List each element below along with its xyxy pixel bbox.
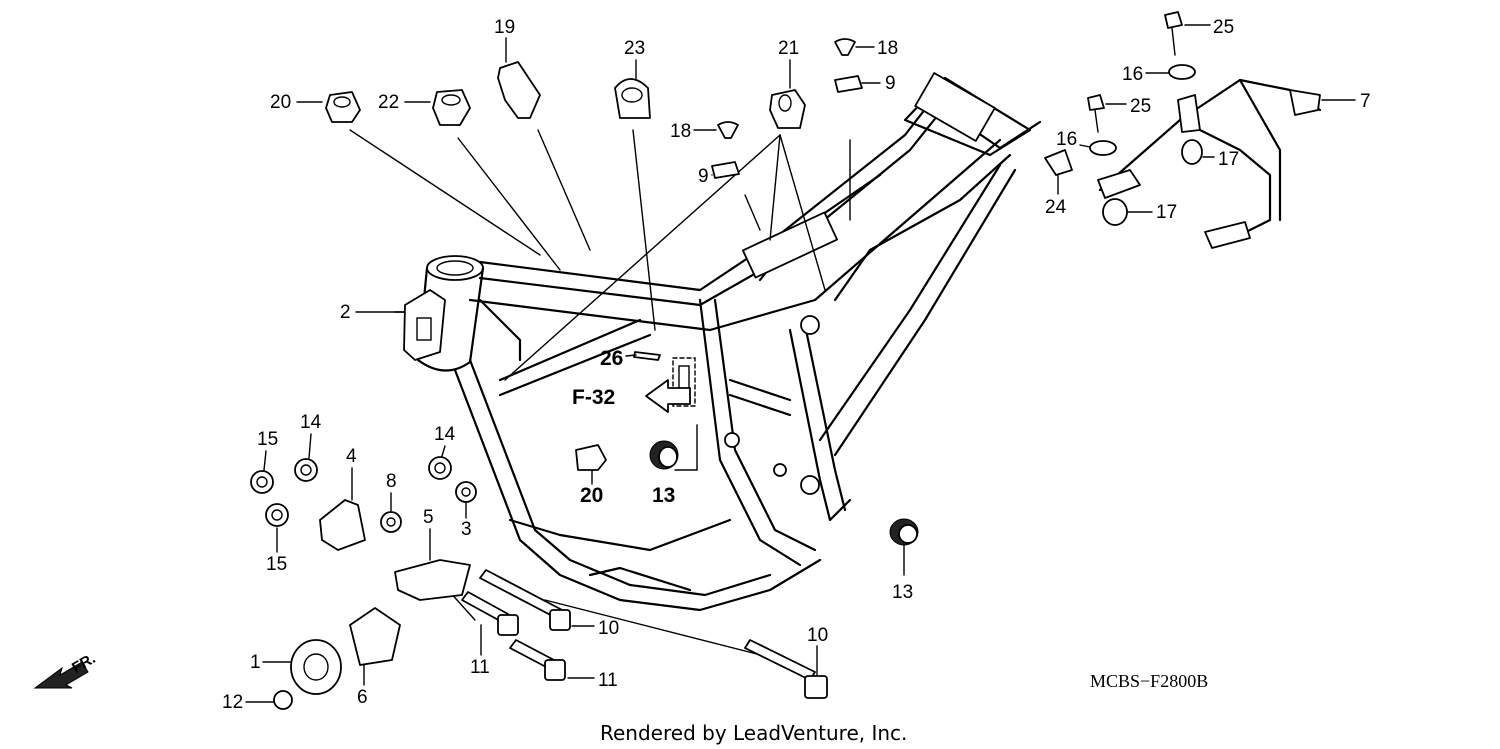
reference-arrow xyxy=(645,379,691,413)
loose-parts xyxy=(250,38,919,710)
callout-15-bottom: 15 xyxy=(266,554,287,575)
callout-labels: 20 22 19 23 18 18 21 9 9 2 26 F-32 20 13… xyxy=(222,17,1371,713)
callout-17-top: 17 xyxy=(1218,149,1239,170)
callout-12: 12 xyxy=(222,692,243,713)
callout-3: 3 xyxy=(461,519,472,540)
callout-13-center: 13 xyxy=(652,484,675,507)
credit-text: Rendered by LeadVenture, Inc. xyxy=(600,721,907,745)
callout-14-left: 14 xyxy=(300,412,322,433)
callout-21: 21 xyxy=(778,38,799,59)
callout-6: 6 xyxy=(357,687,368,708)
frame-body xyxy=(416,72,1042,612)
callout-7: 7 xyxy=(1360,91,1371,112)
callout-15-top: 15 xyxy=(257,429,278,450)
leader-lines xyxy=(349,129,905,666)
callout-8: 8 xyxy=(386,471,397,492)
callout-10-right: 10 xyxy=(807,625,828,646)
callout-16-top: 16 xyxy=(1122,64,1143,85)
reference-label: F-32 xyxy=(572,386,615,409)
callout-22: 22 xyxy=(378,92,399,113)
callout-16-mid: 16 xyxy=(1056,129,1077,150)
callout-13-right: 13 xyxy=(892,582,913,603)
callout-5: 5 xyxy=(423,507,434,528)
callout-17-bottom: 17 xyxy=(1156,202,1177,223)
callout-20-top: 20 xyxy=(270,92,291,113)
callout-18-top: 18 xyxy=(877,38,898,59)
callout-11-left: 11 xyxy=(470,657,490,678)
callout-9-left: 9 xyxy=(698,166,709,187)
rear-subframe-7 xyxy=(1044,11,1322,249)
callout-1: 1 xyxy=(250,652,261,673)
callout-26: 26 xyxy=(600,347,623,370)
callout-20-lower: 20 xyxy=(580,484,603,507)
callout-18-left: 18 xyxy=(670,121,691,142)
part-code: MCBS−F2800B xyxy=(1090,671,1208,691)
callout-19: 19 xyxy=(494,17,515,38)
callout-24: 24 xyxy=(1045,197,1067,218)
front-arrow-icon xyxy=(33,661,89,689)
callout-9-top: 9 xyxy=(885,73,896,94)
callout-2: 2 xyxy=(340,302,351,323)
callout-23: 23 xyxy=(624,38,645,59)
callout-14-center: 14 xyxy=(434,424,456,445)
callout-10-center: 10 xyxy=(598,618,619,639)
callout-25-mid: 25 xyxy=(1130,96,1151,117)
callout-25-top: 25 xyxy=(1213,17,1234,38)
callout-11-right: 11 xyxy=(598,670,618,691)
callout-4: 4 xyxy=(346,446,357,467)
